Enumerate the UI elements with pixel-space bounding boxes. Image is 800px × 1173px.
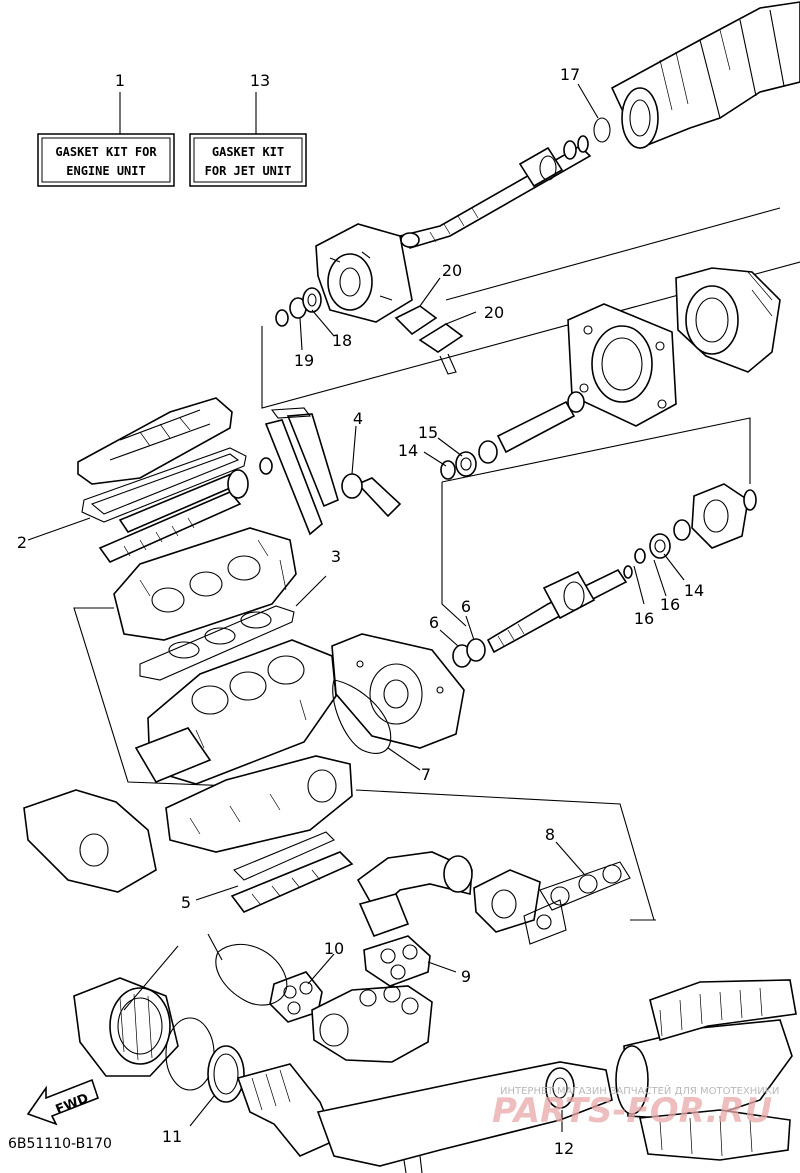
head-cover-gasket-2 <box>27 447 247 541</box>
o-ring-17 <box>593 117 611 143</box>
muffler-right <box>615 979 797 1161</box>
exhaust-pipes <box>356 851 541 938</box>
drive-shaft-middle <box>486 483 757 654</box>
cylinder-head <box>113 527 297 641</box>
watermark-logo: PARTS-FOR.RU <box>492 1091 772 1131</box>
callout-7: 7 <box>421 765 431 784</box>
callout-12: 12 <box>554 1139 574 1158</box>
cylinder-block <box>134 639 337 785</box>
jet-intake-duct-right <box>675 267 781 373</box>
oil-pan-gasket-5 <box>195 831 354 913</box>
callout-6a: 6 <box>429 613 439 632</box>
exhaust-manifold <box>311 985 433 1063</box>
kit-label-jet-line2: FOR JET UNIT <box>205 164 292 178</box>
callout-17: 17 <box>560 65 580 84</box>
callout-9: 9 <box>461 967 471 986</box>
exhaust-gasket-8 <box>523 841 631 945</box>
water-lock-pipe <box>316 1061 613 1173</box>
bearing-18 <box>302 287 322 313</box>
callout-1: 1 <box>115 71 125 90</box>
lower-cover-left <box>23 789 157 893</box>
timing-chain-guides <box>264 407 339 536</box>
callout-16a: 16 <box>660 595 680 614</box>
callout-20b: 20 <box>484 303 504 322</box>
oil-seal-6b <box>466 638 486 662</box>
cover-gaskets-20 <box>394 277 477 375</box>
chain-tensioner-4 <box>341 425 402 518</box>
callout-15: 15 <box>418 423 438 442</box>
jet-nozzle-assembly <box>610 1 800 150</box>
jet-mount-plate <box>567 303 677 427</box>
callout-19: 19 <box>294 351 314 370</box>
callout-16b: 16 <box>634 609 654 628</box>
kit-label-engine-unit: GASKET KIT FOR ENGINE UNIT <box>37 92 175 187</box>
impeller-housing <box>315 223 413 323</box>
callout-3: 3 <box>331 547 341 566</box>
watermark-line1: ИНТЕРНЕТ-МАГАЗИН ЗАПЧАСТЕЙ ДЛЯ МОТОТЕХНИ… <box>500 1084 779 1097</box>
hose-clamp <box>207 933 288 1006</box>
callout-10: 10 <box>324 939 344 958</box>
callout-14b: 14 <box>684 581 704 600</box>
callout-8: 8 <box>545 825 555 844</box>
camshafts <box>98 457 273 563</box>
callout-4: 4 <box>353 409 363 428</box>
diagram-reference-number: 6B51110-B170 <box>8 1136 112 1152</box>
head-gasket-3 <box>139 575 327 681</box>
cover-gasket-7 <box>332 679 392 754</box>
exhaust-hose <box>236 1063 338 1157</box>
callout-14a: 14 <box>398 441 418 460</box>
exhaust-gasket-9 <box>363 935 457 987</box>
circlip-19 <box>275 309 289 327</box>
generator-cover <box>331 633 465 749</box>
hose-clamp-ring <box>165 1017 215 1091</box>
callout-6b: 6 <box>461 597 471 616</box>
callout-5: 5 <box>181 893 191 912</box>
muffler-left <box>73 977 179 1077</box>
callout-18: 18 <box>332 331 352 350</box>
callout-2: 2 <box>17 533 27 552</box>
kit-label-engine-line2: ENGINE UNIT <box>66 164 145 178</box>
cylinder-head-cover <box>77 397 233 485</box>
forward-direction-arrow: FWD <box>26 1078 99 1126</box>
crankcase <box>165 755 353 853</box>
callout-11: 11 <box>162 1127 182 1146</box>
kit-label-jet-line1: GASKET KIT <box>212 145 284 159</box>
callout-20a: 20 <box>442 261 462 280</box>
intermediate-shaft-tube <box>423 391 585 480</box>
kit-label-engine-line1: GASKET KIT FOR <box>55 145 157 159</box>
callout-13: 13 <box>250 71 270 90</box>
kit-label-jet-unit: GASKET KIT FOR JET UNIT <box>189 92 307 187</box>
drive-shaft-upper <box>398 135 592 249</box>
